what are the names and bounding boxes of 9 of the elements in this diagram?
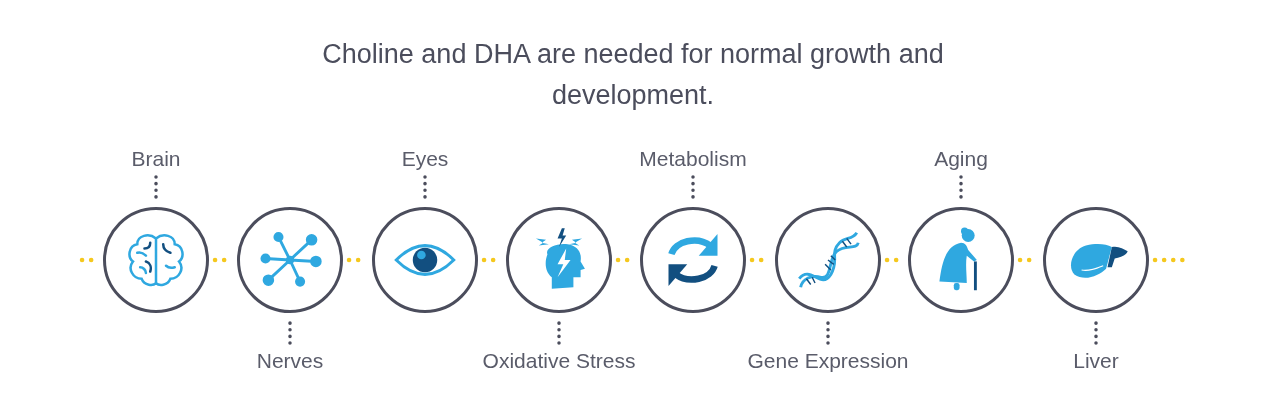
topic-label: Eyes xyxy=(401,147,449,171)
topic-label: Brain xyxy=(131,147,181,171)
topic-label: Gene Expression xyxy=(747,349,909,373)
topic-label: Nerves xyxy=(256,349,324,373)
title: Choline and DHA are needed for normal growth and development. xyxy=(321,38,945,112)
topic-label: Liver xyxy=(1073,349,1119,373)
topic-label: Metabolism xyxy=(639,147,747,171)
topic-label: Oxidative Stress xyxy=(482,349,636,373)
topic-label: Aging xyxy=(934,147,988,171)
